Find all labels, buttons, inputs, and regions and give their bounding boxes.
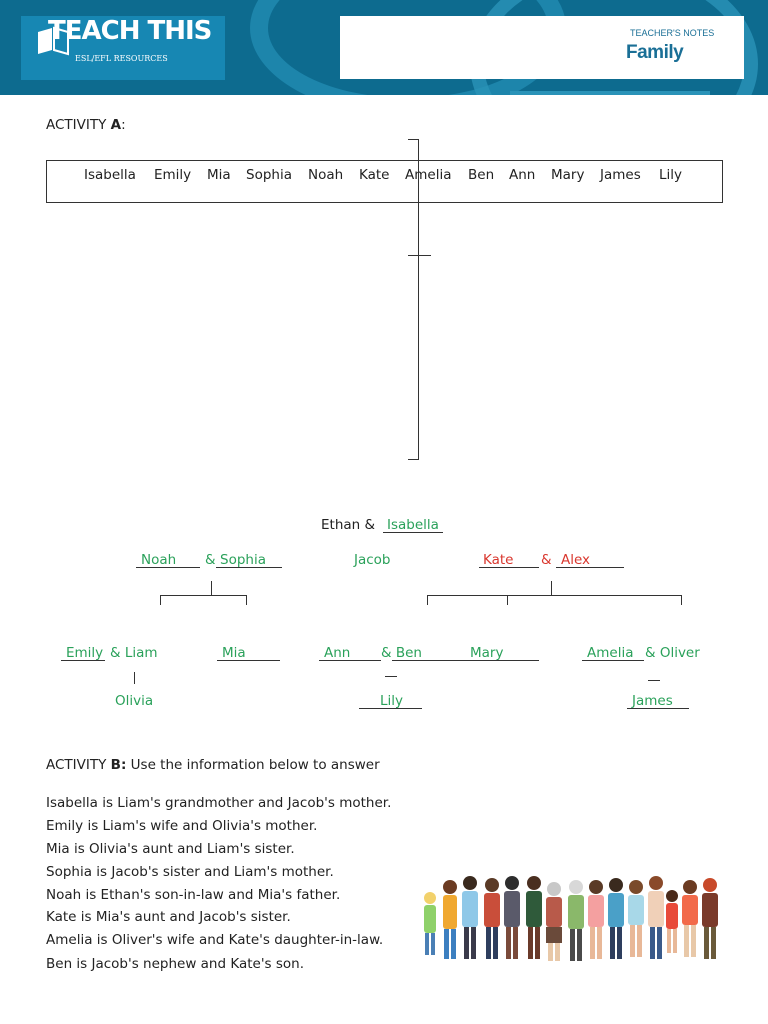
tree-connector (385, 676, 397, 677)
clue-sentence: Kate is Mia's aunt and Jacob's sister. (46, 909, 291, 925)
tree-connector (507, 595, 508, 605)
name-kate: Kate (359, 167, 390, 183)
divider-tick (408, 255, 431, 256)
tree-connector (211, 581, 212, 595)
tree-kate: Kate (483, 552, 514, 568)
notes-label: TEACHER'S NOTES (630, 28, 714, 38)
title-panel (340, 16, 744, 79)
activity-a-heading: ACTIVITY A: (46, 117, 126, 133)
tree-emily: Emily (66, 645, 103, 661)
tree-amp: & (541, 552, 552, 568)
name-lily: Lily (659, 167, 682, 183)
tree-mia: Mia (222, 645, 246, 661)
tree-amp: & (205, 552, 216, 568)
logo-subtitle: ESL/EFL RESOURCES (75, 54, 168, 63)
clue-sentence: Noah is Ethan's son-in-law and Mia's fat… (46, 887, 340, 903)
tree-olivia: Olivia (115, 693, 153, 709)
clue-sentence: Mia is Olivia's aunt and Liam's sister. (46, 841, 295, 857)
tree-connector (160, 595, 247, 596)
name-sophia: Sophia (246, 167, 292, 183)
clue-sentence: Emily is Liam's wife and Olivia's mother… (46, 818, 317, 834)
tree-amelia: Amelia (587, 645, 633, 661)
family-illustration (416, 872, 722, 968)
tree-jacob: Jacob (354, 552, 391, 568)
tree-sophia: Sophia (220, 552, 266, 568)
name-ann: Ann (509, 167, 535, 183)
clue-sentence: Sophia is Jacob's sister and Liam's moth… (46, 864, 334, 880)
name-emily: Emily (154, 167, 191, 183)
tree-ethan: Ethan & (321, 517, 375, 533)
tree-connector (427, 595, 428, 605)
tree-james: James (632, 693, 673, 709)
tree-connector (134, 672, 135, 684)
clue-sentence: Amelia is Oliver's wife and Kate's daugh… (46, 932, 383, 948)
tree-connector (160, 595, 161, 605)
tree-lily: Lily (380, 693, 403, 709)
name-noah: Noah (308, 167, 343, 183)
tree-noah: Noah (141, 552, 176, 568)
tree-ann: Ann (324, 645, 350, 661)
name-james: James (600, 167, 641, 183)
name-amelia: Amelia (405, 167, 451, 183)
page-title: Family (626, 42, 683, 64)
tree-connector (427, 595, 682, 596)
name-ben: Ben (468, 167, 494, 183)
logo-text: TEACH THIS (48, 16, 211, 46)
activity-b-heading: ACTIVITY B: Use the information below to… (46, 757, 380, 773)
tree-connector (246, 595, 247, 605)
divider-tick (408, 459, 419, 460)
header-banner: TEACH THIS ESL/EFL RESOURCES TEACHER'S N… (0, 0, 768, 95)
tree-isabella: Isabella (387, 517, 439, 533)
divider-line (418, 139, 419, 460)
clue-sentence: Ben is Jacob's nephew and Kate's son. (46, 956, 304, 972)
tree-connector (648, 680, 660, 681)
answer-blank (392, 660, 539, 661)
clue-sentence: Isabella is Liam's grandmother and Jacob… (46, 795, 391, 811)
tree-alex: Alex (561, 552, 590, 568)
tree-liam: & Liam (110, 645, 158, 661)
tree-ben: & Ben (381, 645, 422, 661)
tree-connector (681, 595, 682, 605)
name-isabella: Isabella (84, 167, 136, 183)
decorative-strip (510, 91, 710, 95)
name-mary: Mary (551, 167, 584, 183)
tree-oliver: & Oliver (645, 645, 700, 661)
tree-connector (551, 581, 552, 595)
name-mia: Mia (207, 167, 231, 183)
tree-mary: Mary (470, 645, 503, 661)
divider-tick (408, 139, 419, 140)
